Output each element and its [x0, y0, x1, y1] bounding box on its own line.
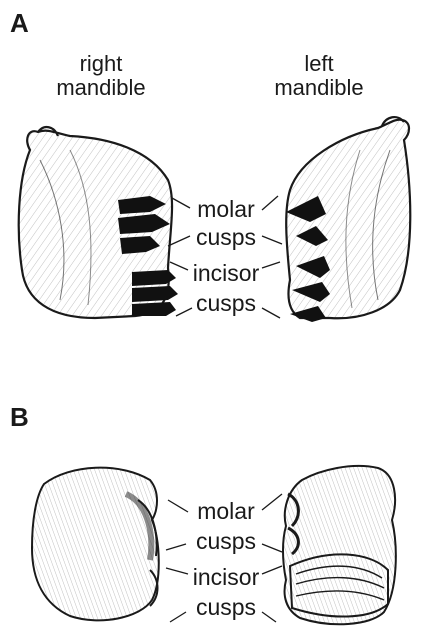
left-mandible-heading: left mandible: [254, 52, 384, 100]
panel-a-incisor-label: incisor: [184, 262, 268, 285]
panel-b-letter: B: [10, 404, 29, 430]
panel-b-molar-cusps-label: cusps: [190, 530, 262, 553]
panel-a-right-mandible: [19, 127, 178, 318]
panel-a-left-mandible: [286, 117, 410, 322]
left-heading-line1: left: [254, 52, 384, 76]
panel-a-letter: A: [10, 10, 29, 36]
panel-b-right-mandible: [32, 468, 159, 621]
panel-b-incisor-cusps-label: cusps: [190, 596, 262, 619]
panel-b-incisor-label: incisor: [184, 566, 268, 589]
panel-b-molar-label: molar: [190, 500, 262, 523]
right-heading-line2: mandible: [36, 76, 166, 100]
panel-a-molar-label: molar: [190, 198, 262, 221]
right-mandible-heading: right mandible: [36, 52, 166, 100]
panel-b-left-mandible: [283, 466, 396, 624]
left-heading-line2: mandible: [254, 76, 384, 100]
panel-a-molar-cusps-label: cusps: [190, 226, 262, 249]
panel-a-incisor-cusps-label: cusps: [190, 292, 262, 315]
right-heading-line1: right: [36, 52, 166, 76]
